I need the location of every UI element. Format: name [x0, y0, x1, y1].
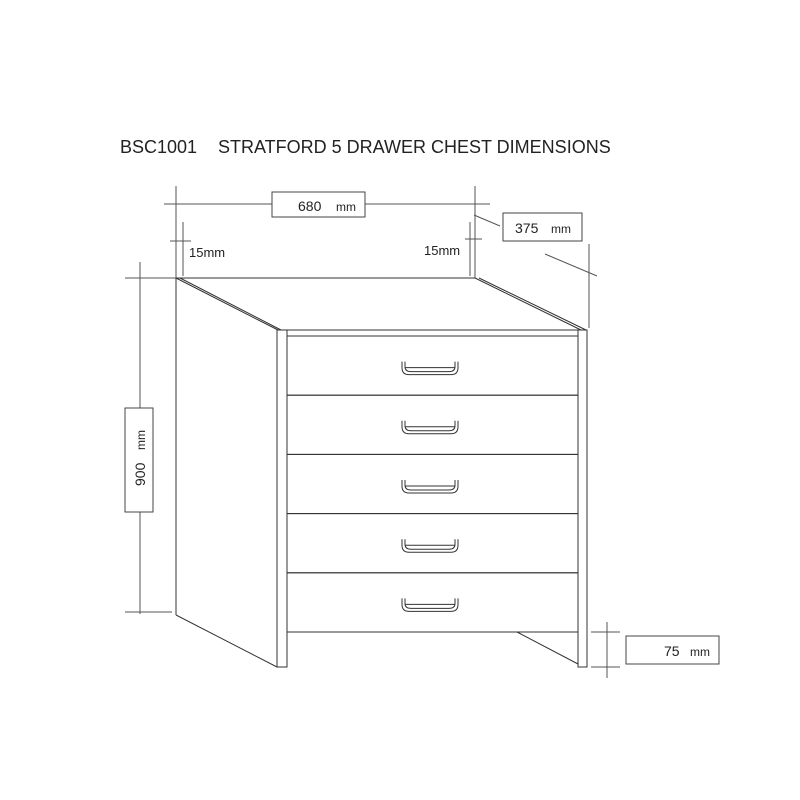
depth-value: 375: [515, 220, 539, 236]
width-label-box: [271, 191, 366, 218]
drawer-4[interactable]: [286, 513, 579, 574]
drawer-front[interactable]: [286, 335, 579, 396]
depth-unit: mm: [551, 222, 571, 236]
depth-dimension: 375 mm: [473, 212, 598, 328]
drawers: [286, 335, 579, 633]
height-dimension: 900 mm: [124, 262, 176, 614]
height-value: 900: [132, 462, 148, 486]
plinth-label-box: [625, 635, 720, 665]
height-label-box: [124, 407, 154, 513]
width-unit: mm: [336, 200, 356, 214]
drawer-5[interactable]: [286, 572, 579, 633]
drawer-handle-icon[interactable]: [401, 598, 459, 612]
drawer-2[interactable]: [286, 394, 579, 455]
drawer-front[interactable]: [286, 513, 579, 574]
plinth-dimension: 75 mm: [591, 622, 720, 678]
drawer-front[interactable]: [286, 453, 579, 515]
side-thickness-left: 15mm: [170, 222, 225, 276]
drawer-1[interactable]: [286, 335, 579, 396]
title-name: STRATFORD 5 DRAWER CHEST DIMENSIONS: [218, 137, 611, 157]
width-dimension: 680 mm: [164, 186, 490, 278]
side-left-label: 15mm: [189, 245, 225, 260]
plinth-value: 75: [664, 643, 680, 659]
drawer-handle-icon[interactable]: [401, 420, 459, 435]
drawer-handle-icon[interactable]: [401, 361, 459, 376]
drawer-handle-icon[interactable]: [401, 480, 459, 494]
width-value: 680: [298, 198, 322, 214]
depth-label-box: [502, 212, 583, 242]
height-unit: mm: [134, 430, 148, 450]
title-code: BSC1001: [120, 137, 197, 157]
side-thickness-right: 15mm: [424, 222, 482, 276]
drawer-handle-icon[interactable]: [401, 539, 459, 553]
drawer-front[interactable]: [286, 572, 579, 633]
plinth-unit: mm: [690, 645, 710, 659]
side-right-label: 15mm: [424, 243, 460, 258]
drawer-3[interactable]: [286, 453, 579, 515]
drawer-front[interactable]: [286, 394, 579, 455]
